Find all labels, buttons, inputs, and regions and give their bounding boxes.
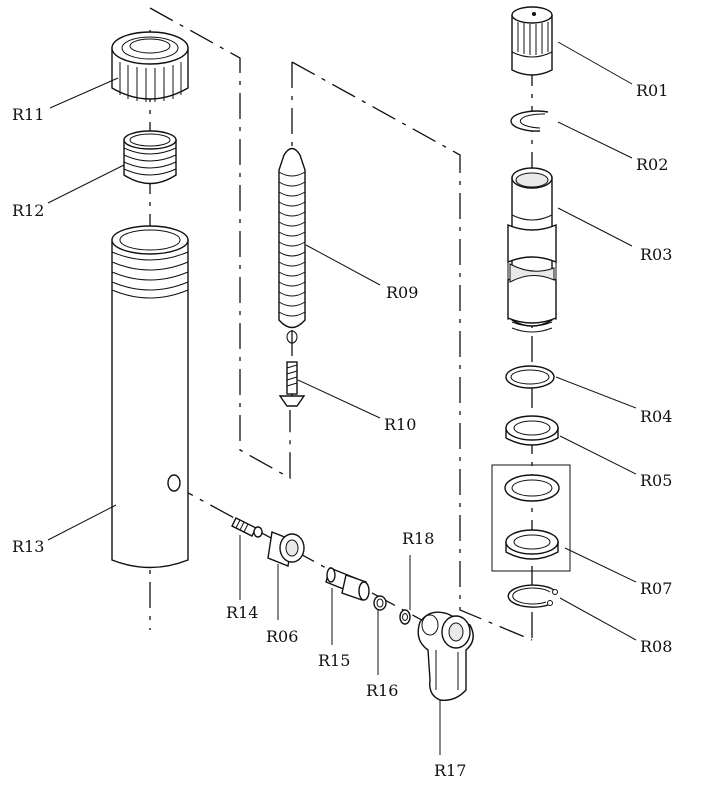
part-r16-o-ring bbox=[373, 595, 387, 611]
label-r11: R11 bbox=[12, 105, 44, 124]
label-r09: R09 bbox=[386, 283, 418, 302]
label-r12: R12 bbox=[12, 201, 44, 220]
label-r14: R14 bbox=[226, 603, 258, 622]
part-r06-nut bbox=[267, 531, 305, 567]
part-r03-piston-body bbox=[507, 167, 557, 333]
part-r07-seal-group bbox=[491, 464, 571, 572]
part-r08-snap-ring bbox=[507, 584, 558, 608]
label-r15: R15 bbox=[318, 651, 350, 670]
label-r08: R08 bbox=[640, 637, 672, 656]
label-r06: R06 bbox=[266, 627, 298, 646]
label-r02: R02 bbox=[636, 155, 668, 174]
part-r05-washer bbox=[505, 415, 559, 446]
part-r14-set-screw bbox=[231, 517, 263, 538]
label-r04: R04 bbox=[640, 407, 672, 426]
label-r13: R13 bbox=[12, 537, 44, 556]
part-r13-tube bbox=[111, 225, 189, 569]
label-r17: R17 bbox=[434, 761, 466, 780]
part-r15-fitting bbox=[325, 567, 370, 601]
part-r02-clip-ring bbox=[510, 110, 549, 132]
label-r18: R18 bbox=[402, 529, 434, 548]
label-r07: R07 bbox=[640, 579, 672, 598]
part-r18-small-washer bbox=[399, 609, 411, 625]
part-r10-screw bbox=[278, 361, 306, 407]
label-r10: R10 bbox=[384, 415, 416, 434]
part-r04-ring bbox=[505, 365, 555, 389]
part-r01-cap bbox=[511, 6, 553, 76]
label-r05: R05 bbox=[640, 471, 672, 490]
label-r03: R03 bbox=[640, 245, 672, 264]
part-r11-knurled-nut bbox=[111, 31, 189, 102]
part-r17-swivel-connector bbox=[417, 611, 474, 701]
part-r09-spring bbox=[278, 147, 306, 344]
label-r01: R01 bbox=[636, 81, 668, 100]
assembly-lines bbox=[149, 7, 533, 755]
label-r16: R16 bbox=[366, 681, 398, 700]
leader-lines bbox=[47, 41, 637, 675]
part-labels: R01 R02 R03 R04 R05 R06 R07 R08 R09 R10 … bbox=[12, 81, 672, 780]
part-r12-threaded-ring bbox=[123, 130, 177, 185]
